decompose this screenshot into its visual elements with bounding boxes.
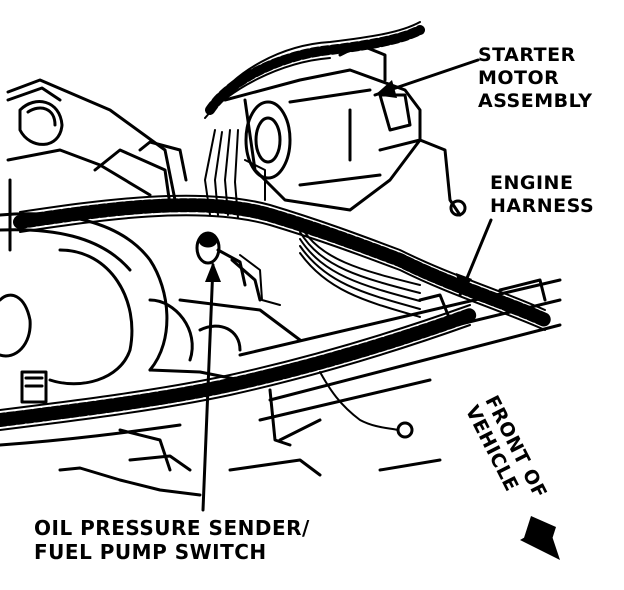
- oil-pan: [58, 428, 442, 497]
- transmission-housing: [0, 212, 302, 386]
- ground-wire: [319, 371, 414, 439]
- oil-pressure-sender: [195, 231, 262, 302]
- oil-label-line-2: FUEL PUMP SWITCH: [34, 540, 267, 564]
- oil-label-line-1: OIL PRESSURE SENDER/: [34, 516, 310, 540]
- oil-pressure-label: OIL PRESSURE SENDER/ FUEL PUMP SWITCH: [34, 516, 310, 564]
- fanned-wires: [239, 224, 421, 318]
- harness-label-line-1: ENGINE: [490, 172, 574, 194]
- starter-motor-label: STARTER MOTOR ASSEMBLY: [478, 44, 593, 113]
- starter-label-line-3: ASSEMBLY: [478, 90, 593, 112]
- frame-rail: [238, 278, 562, 447]
- connector-left: [20, 370, 48, 404]
- arrowhead-harness: [456, 273, 472, 295]
- upper-harness: [205, 25, 425, 115]
- arrowhead-starter: [375, 80, 397, 98]
- starter-label-line-2: MOTOR: [478, 67, 560, 89]
- engine-harness-label: ENGINE HARNESS: [490, 172, 594, 218]
- harness-label-line-2: HARNESS: [490, 195, 595, 217]
- arrowhead-oil-sender: [205, 262, 221, 282]
- direction-arrow-icon: [520, 516, 560, 560]
- starter-label-line-1: STARTER: [478, 44, 576, 66]
- starter-motor: [223, 43, 467, 217]
